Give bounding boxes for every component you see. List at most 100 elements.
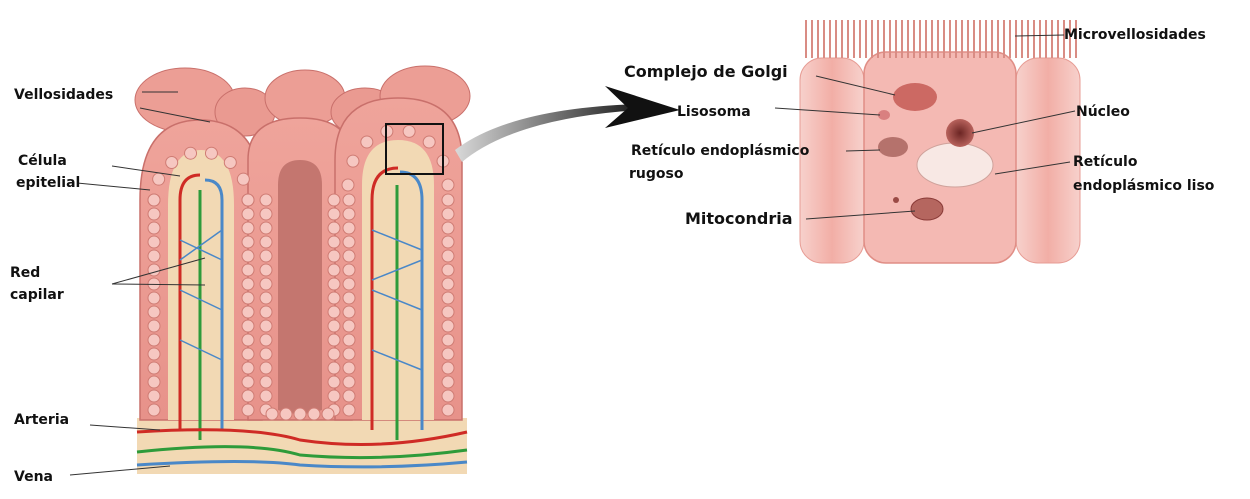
epithelial-cell [260, 320, 272, 332]
epithelial-cell [328, 194, 340, 206]
epithelial-cell [343, 404, 355, 416]
epithelial-cell [328, 334, 340, 346]
epithelial-cell [423, 136, 435, 148]
label-arteria: Arteria [14, 409, 69, 431]
epithelial-cell [260, 362, 272, 374]
epithelial-cell [343, 250, 355, 262]
epithelial-cell [148, 208, 160, 220]
label-mitocondria: Mitocondria [685, 208, 793, 230]
smooth-er [917, 143, 993, 187]
label-reticulo-liso-1: Retículo [1073, 151, 1137, 173]
epithelial-cell [442, 236, 454, 248]
epithelial-cell [260, 194, 272, 206]
epithelial-cell [185, 147, 197, 159]
epithelial-cell [328, 222, 340, 234]
neighbor-cell-left [800, 58, 864, 263]
label-vellosidades: Vellosidades [14, 84, 113, 106]
epithelial-cell [442, 320, 454, 332]
epithelial-cell [260, 348, 272, 360]
epithelial-cell [242, 264, 254, 276]
label-reticulo-liso-2: endoplásmico liso [1073, 175, 1214, 197]
epithelial-cell [442, 208, 454, 220]
epithelial-cell [242, 250, 254, 262]
cell-detail [800, 20, 1080, 263]
epithelial-cell [343, 306, 355, 318]
epithelial-cell [343, 208, 355, 220]
epithelial-cell [403, 125, 415, 137]
epithelial-cell [148, 334, 160, 346]
epithelial-cell [242, 334, 254, 346]
label-microvellosidades: Microvellosidades [1064, 24, 1206, 46]
epithelial-cell [328, 348, 340, 360]
epithelial-cell [442, 264, 454, 276]
epithelial-cell [328, 320, 340, 332]
epithelial-cell [343, 348, 355, 360]
epithelial-cell [153, 173, 165, 185]
epithelial-cell [328, 306, 340, 318]
label-complejo-golgi: Complejo de Golgi [624, 61, 788, 83]
epithelial-cell [260, 306, 272, 318]
epithelial-cell [343, 390, 355, 402]
vesicle [893, 197, 899, 203]
epithelial-cell [442, 278, 454, 290]
epithelial-cell [442, 362, 454, 374]
epithelial-cell [343, 320, 355, 332]
epithelial-cell [260, 264, 272, 276]
epithelial-cell [242, 236, 254, 248]
epithelial-cell [280, 408, 292, 420]
label-nucleo: Núcleo [1076, 101, 1130, 123]
label-reticulo-rugoso-2: rugoso [629, 163, 683, 185]
epithelial-cell [328, 236, 340, 248]
epithelial-cell [442, 222, 454, 234]
label-lisosoma: Lisosoma [677, 101, 751, 123]
epithelial-cell [442, 250, 454, 262]
epithelial-cell [442, 194, 454, 206]
epithelial-cell [148, 264, 160, 276]
epithelial-cell [148, 250, 160, 262]
epithelial-cell [148, 222, 160, 234]
epithelial-cell [242, 376, 254, 388]
epithelial-cell [328, 362, 340, 374]
epithelial-cell [347, 155, 359, 167]
epithelial-cell [260, 376, 272, 388]
epithelial-cell [148, 292, 160, 304]
epithelial-cell [442, 376, 454, 388]
epithelial-cell [343, 222, 355, 234]
epithelial-cell [260, 390, 272, 402]
epithelial-cell [294, 408, 306, 420]
epithelial-cell [343, 334, 355, 346]
mitochondrion [911, 198, 943, 220]
epithelial-cell [205, 147, 217, 159]
rough-er [878, 137, 908, 157]
epithelial-cell [442, 179, 454, 191]
epithelial-cell [260, 236, 272, 248]
epithelial-cell [260, 250, 272, 262]
epithelial-cell [328, 390, 340, 402]
epithelial-cell [224, 156, 236, 168]
epithelial-cell [442, 348, 454, 360]
neighbor-cell-right [1016, 58, 1080, 263]
golgi-complex [893, 83, 937, 111]
epithelial-cell [260, 292, 272, 304]
epithelial-cell [442, 390, 454, 402]
epithelial-cell [328, 376, 340, 388]
epithelial-cell [242, 320, 254, 332]
epithelial-cell [343, 194, 355, 206]
epithelial-cell [266, 408, 278, 420]
epithelial-cell [148, 194, 160, 206]
epithelial-cell [361, 136, 373, 148]
epithelial-cell [242, 390, 254, 402]
epithelial-cell [343, 376, 355, 388]
epithelial-cell [343, 236, 355, 248]
epithelial-cell [148, 390, 160, 402]
epithelial-cell [308, 408, 320, 420]
epithelial-cell [242, 194, 254, 206]
epithelial-cell [260, 208, 272, 220]
villi-group [135, 66, 470, 474]
epithelial-cell [148, 306, 160, 318]
epithelial-cell [148, 320, 160, 332]
epithelial-cell [343, 292, 355, 304]
epithelial-cell [237, 173, 249, 185]
epithelial-cell [260, 278, 272, 290]
epithelial-cell [242, 278, 254, 290]
